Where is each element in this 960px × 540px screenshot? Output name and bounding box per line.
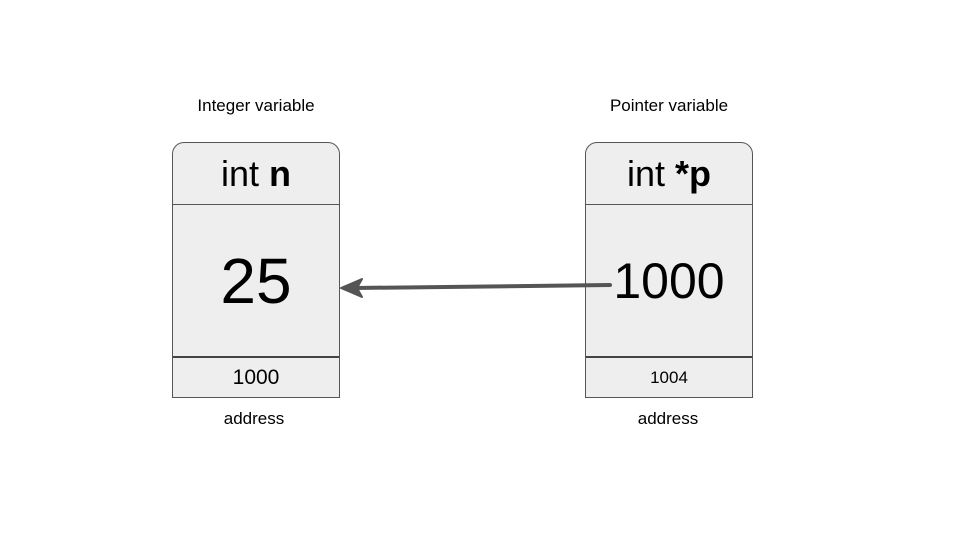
integer-variable-value: 25 (173, 205, 339, 358)
pointer-variable-address-label: address (637, 409, 699, 428)
integer-variable-name: n (269, 152, 292, 194)
integer-variable-box: int n 25 1000 (172, 142, 340, 398)
pointer-variable-type: int (626, 152, 676, 194)
pointer-variable-value: 1000 (586, 205, 752, 358)
integer-variable-address-label: address (223, 409, 285, 428)
integer-variable-address: 1000 (232, 365, 280, 389)
pointer-variable-caption: Pointer variable (609, 96, 729, 115)
pointer-variable-box: int *p 1000 1004 (585, 142, 753, 398)
integer-variable-type: int (220, 152, 270, 194)
integer-variable-declaration: int n (173, 143, 339, 205)
integer-variable-caption: Integer variable (197, 96, 315, 115)
pointer-variable-declaration: int *p (586, 143, 752, 205)
pointer-variable-address: 1004 (650, 367, 688, 387)
arrow-shaft (353, 283, 612, 290)
arrowhead-icon (340, 278, 363, 298)
pointer-variable-name: *p (675, 152, 712, 194)
